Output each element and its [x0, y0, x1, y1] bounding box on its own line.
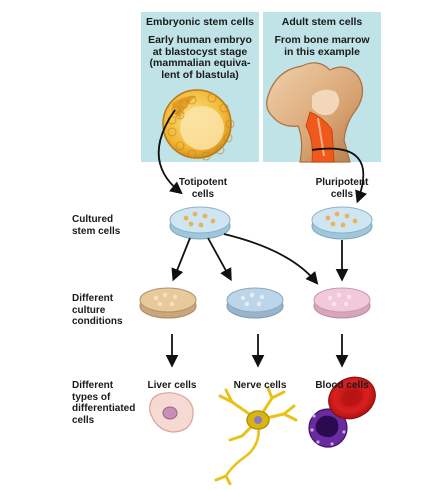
dish-totipotent	[169, 206, 231, 240]
arrow-marrow-to-pluripotent	[311, 147, 368, 204]
row-label-differentiated: Different types of differentiated cells	[72, 380, 136, 426]
blood-cells-label: Blood cells	[315, 380, 369, 391]
liver-cell	[149, 392, 194, 433]
dish-nerve-condition	[226, 287, 284, 319]
dish-pluripotent	[311, 206, 373, 240]
red-blood-cell	[328, 376, 376, 420]
arrow-to-liver-dish	[171, 237, 191, 282]
bone-with-marrow	[266, 62, 364, 163]
white-blood-cell	[308, 408, 348, 448]
row-label-cultured: Cultured stem cells	[72, 214, 121, 237]
dish-blood-condition	[313, 287, 371, 319]
adult-description: From bone marrow in this example	[274, 34, 370, 58]
dish-liver-condition	[139, 287, 197, 319]
embryonic-title: Embryonic stem cells	[146, 16, 254, 28]
totipotent-label: Totipotent cells	[178, 177, 228, 200]
arrow-embryo-to-totipotent	[157, 109, 183, 195]
liver-cells-label: Liver cells	[147, 380, 197, 391]
nerve-cells-label: Nerve cells	[233, 380, 287, 391]
blastocyst-embryo	[162, 89, 235, 161]
pluripotent-label: Pluripotent cells	[315, 177, 369, 200]
row-label-conditions: Different culture conditions	[72, 293, 123, 327]
arrow-to-nerve-dish	[207, 237, 232, 282]
adult-title: Adult stem cells	[281, 16, 363, 28]
arrow-to-blood-dish-from-totipotent	[223, 233, 319, 285]
nerve-cell	[214, 386, 298, 486]
embryonic-description: Early human embryo at blastocyst stage (…	[148, 34, 252, 81]
